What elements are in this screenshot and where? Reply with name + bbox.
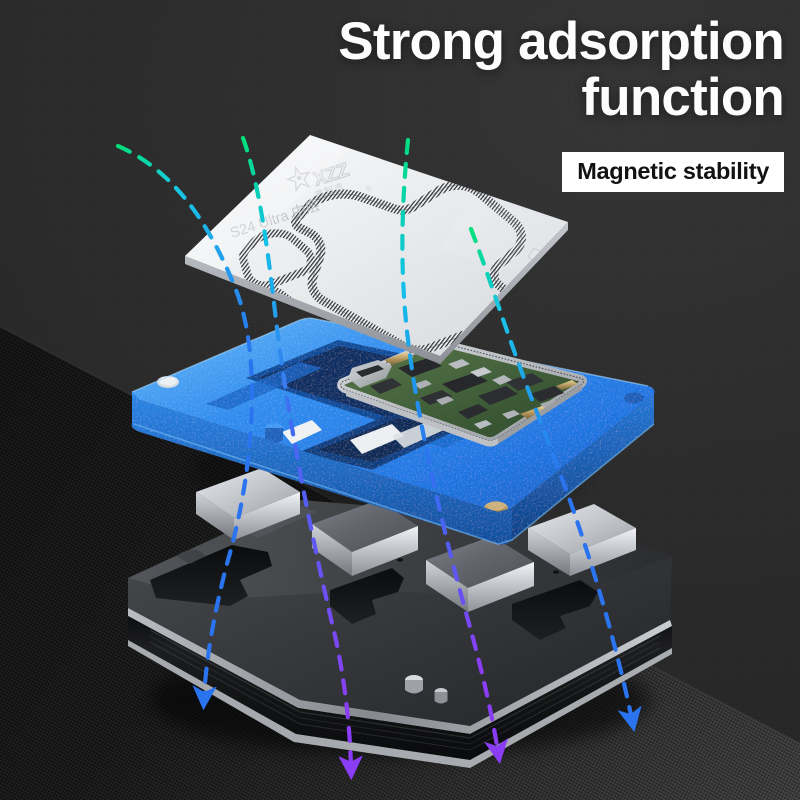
locating-pin-b — [434, 688, 448, 704]
status-badge: Magnetic stability — [562, 152, 784, 192]
stencil-registered-mark: ® — [365, 183, 373, 193]
fixture-screw-hole — [624, 392, 644, 404]
reballing-stencil-plate: XZZ 鑫智造 ® S24 Ultra 中层 — [185, 135, 568, 364]
fixture-clip-tab — [350, 424, 404, 454]
page-title: Strong adsorption function — [338, 12, 785, 128]
base-bottom-rim — [128, 640, 672, 768]
locating-pin-a — [405, 675, 423, 694]
